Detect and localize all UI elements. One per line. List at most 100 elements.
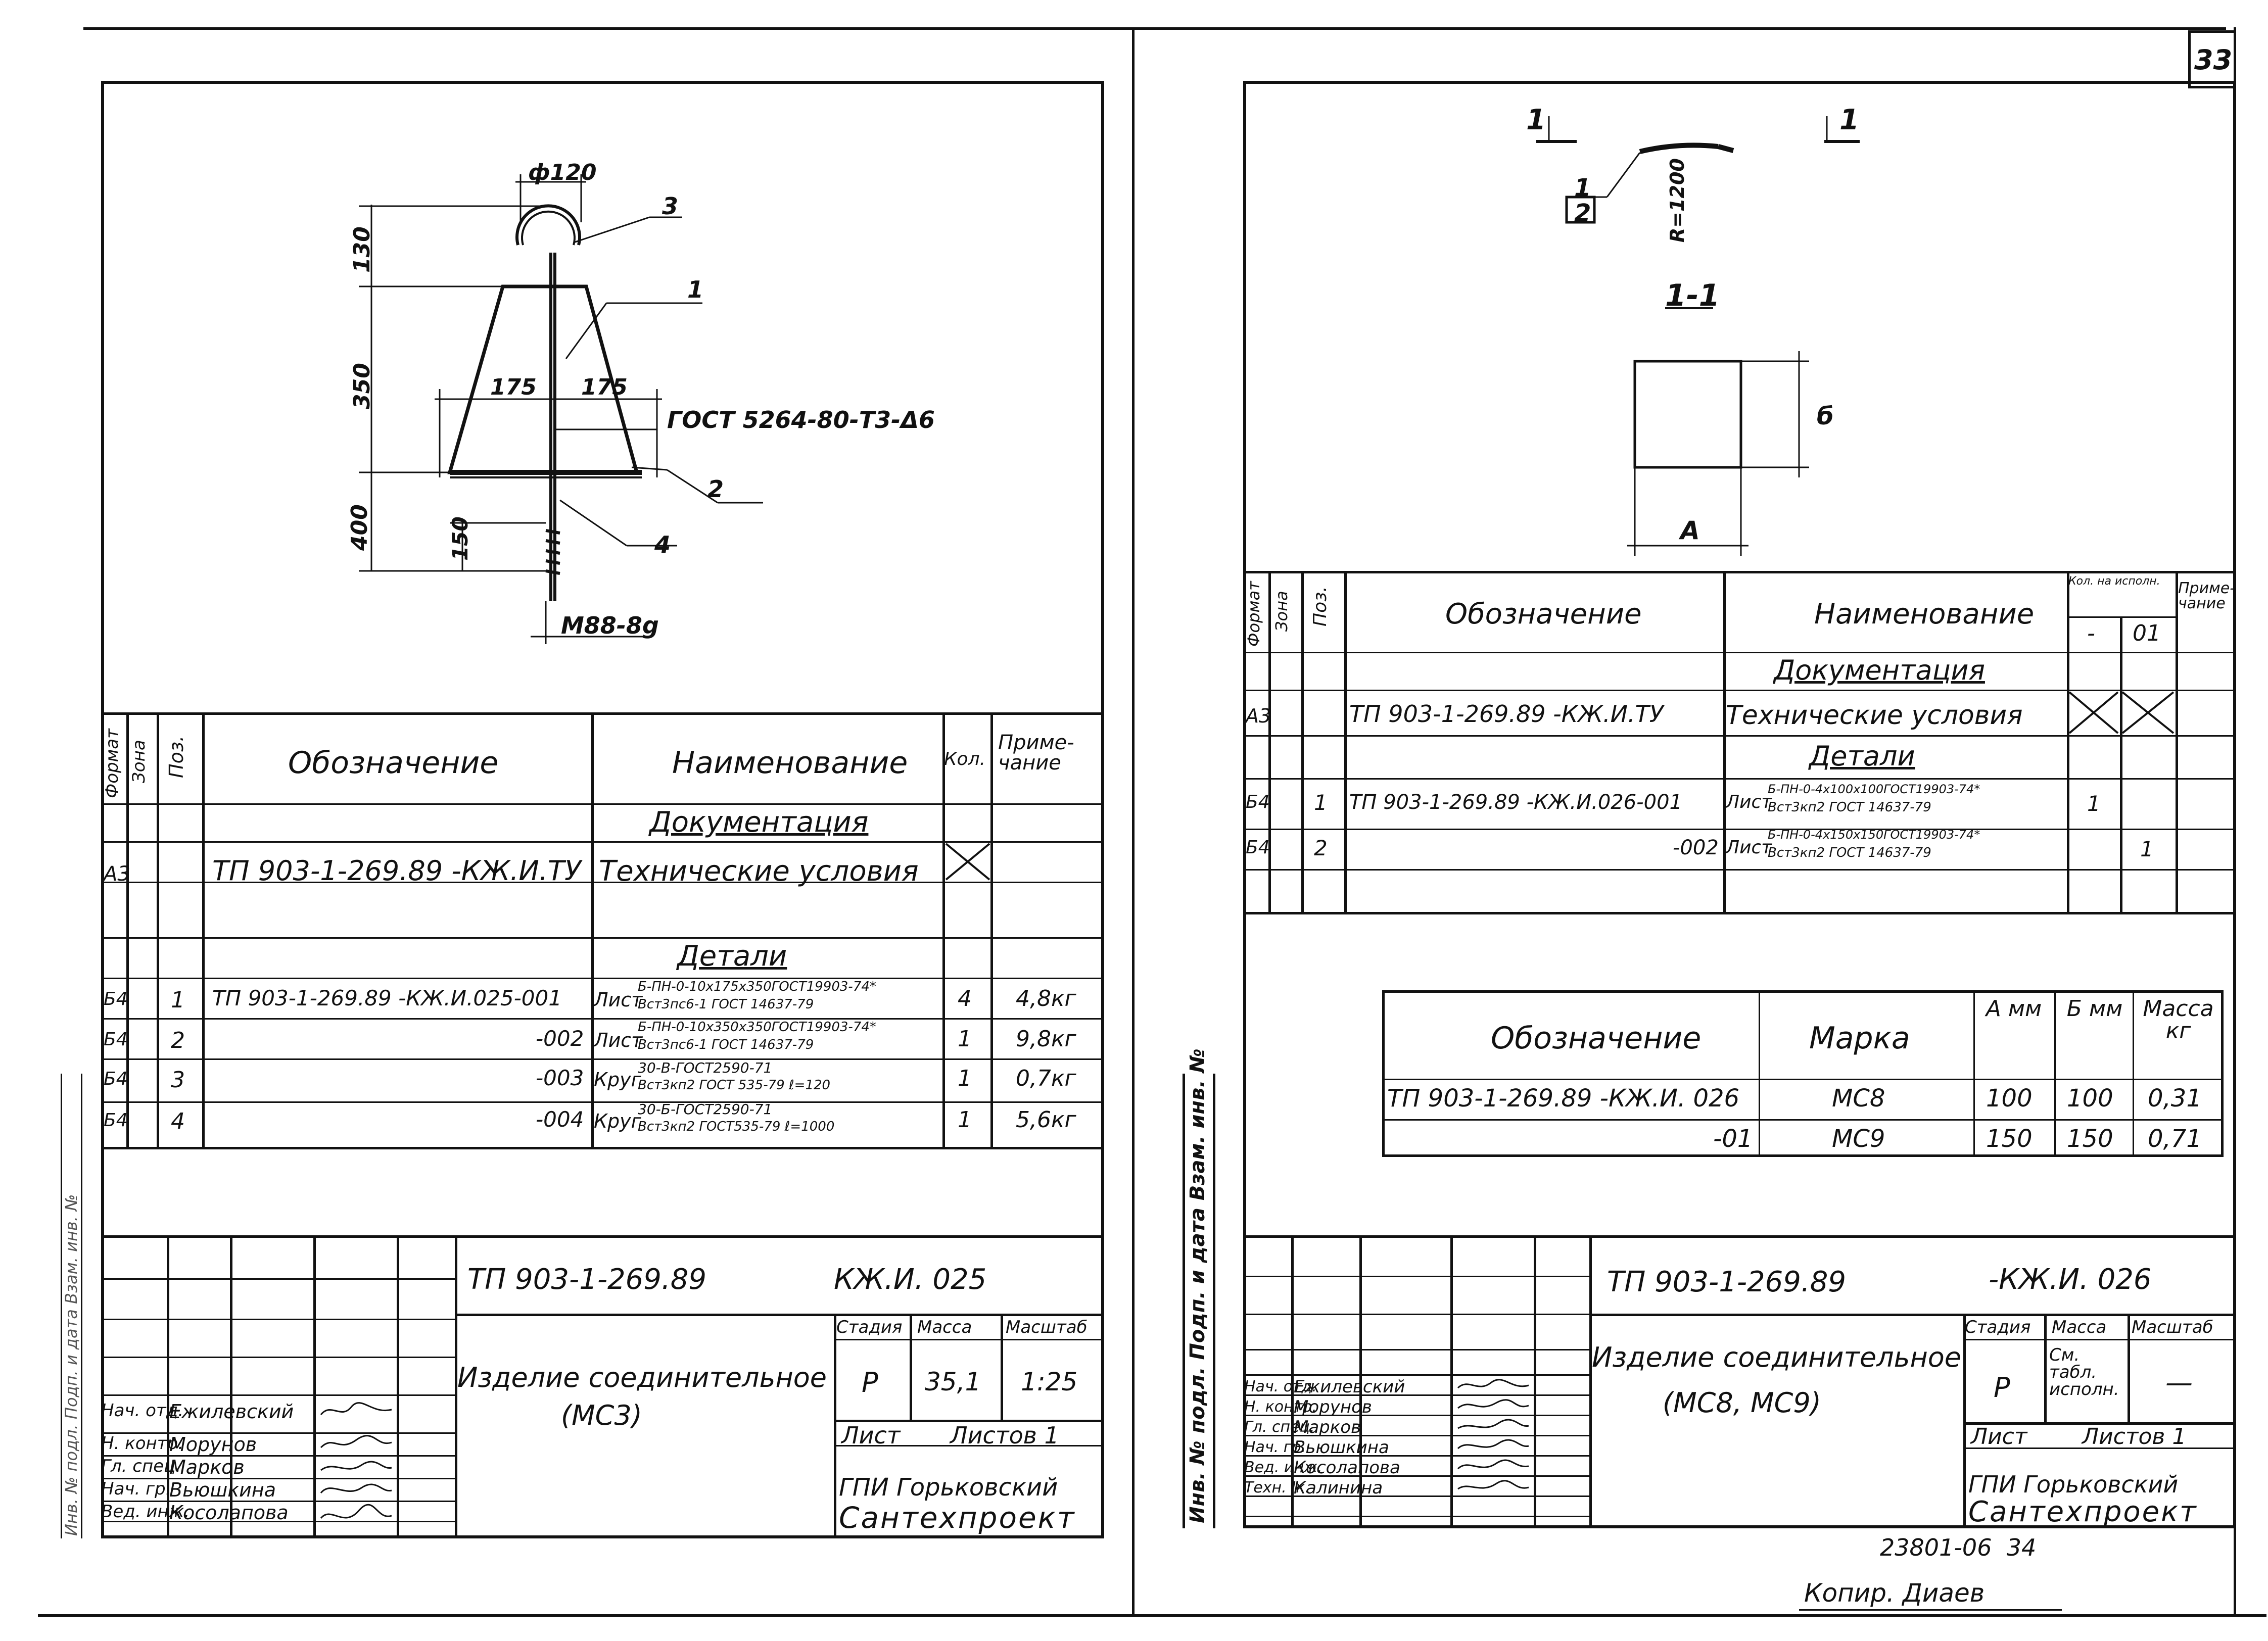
right-spec-row-line [1243,690,2236,691]
left-dim-175-b: 175 [581,374,628,400]
right-tb-person-1: Ежилевский [1294,1377,1405,1397]
left-spec-h-qty: Кол. [944,749,986,769]
right-spec-qty-split [2067,616,2176,618]
left-pos-3: 3 [662,192,679,220]
left-pos-2: 2 [707,475,724,503]
row-pos: 1 [171,987,185,1013]
row-pos: 4 [171,1108,185,1134]
row-designation: ТП 903-1-269.89 -КЖ.И.026-001 [1349,791,1682,814]
right-tb-col [1963,1314,1966,1528]
left-tb-org-1: ГПИ Горьковский [839,1473,1058,1502]
row-format: Б4 [1246,837,1270,858]
left-tb-line [101,1478,455,1479]
row-pos: 2 [1314,836,1328,860]
row-name-pre: Лист [594,1029,643,1051]
row-name-bot: Вст3кп2 ГОСТ 14637-79 [1768,800,1931,815]
right-spec-row-line [1243,735,2236,737]
right-tb-org-2: Сантехпроект [1968,1495,2198,1528]
left-spec-h-zone: Зона [129,740,149,783]
right-tb-line [1243,1475,1589,1477]
copy-underline [1799,1609,2062,1611]
right-tb-sheet-label: Лист [1971,1424,2027,1450]
left-tb-line [834,1420,1104,1422]
right-tb-role-2: Н. контр. [1244,1398,1317,1416]
right-tb-line [1243,1455,1589,1457]
left-spec-col [126,712,129,1147]
row-designation: -004 [536,1107,584,1132]
right-tb-line [1589,1314,2236,1316]
right-tb-item-mark: (МС8, МС9) [1663,1387,1821,1419]
marks-table-line [1382,1079,2224,1080]
left-pos-4: 4 [654,531,671,558]
row-name-top: 30-В-ГОСТ2590-71 [638,1059,773,1076]
left-side-stamp-line [81,1074,82,1538]
left-spec-h-designation: Обозначение [288,745,499,781]
right-section-mark-left: 1 [1526,104,1546,136]
row-format: Б4 [104,1110,128,1131]
left-sheet-frame [101,81,1104,1538]
left-tb-line [455,1314,1104,1316]
marks-h-mass: Масса кг [2143,996,2214,1044]
left-doc-format: А3 [104,862,130,886]
left-spec-row-line [101,882,1104,883]
right-spec-h-zone: Зона [1272,591,1291,632]
row-qty: 1 [958,1066,972,1091]
left-tb-person-1: Ежилевский [169,1401,294,1423]
left-doc-qty-cross [945,843,990,881]
left-pos-1: 1 [687,276,704,303]
marks-mark: МС8 [1832,1084,1885,1113]
row-format: Б4 [104,1069,128,1089]
page-number-box [2188,30,2236,88]
row-name-top: Б-ПН-0-4х150х150ГОСТ19903-74* [1768,828,1980,842]
row-qty: 1 [958,1107,972,1133]
right-spec-section-doc: Документация [1774,654,1985,686]
left-tb-role-4: Нач. гр. [101,1479,171,1499]
right-tb-line [1243,1415,1589,1416]
right-tb-line [1243,1276,1589,1277]
right-tb-line [1243,1374,1589,1376]
left-spec-row-line [101,937,1104,939]
right-spec-col [1344,571,1347,912]
left-tb-col [834,1314,836,1538]
row-name-pre: Лист [594,989,643,1011]
right-spec-h-pos: Поз. [1310,586,1331,626]
left-side-stamp-line [61,1074,62,1538]
row-format: Б4 [1246,792,1270,812]
marks-table-col [2133,990,2134,1157]
left-tb-line [101,1278,455,1280]
right-tb-item-name: Изделие соединительное [1592,1341,1962,1373]
left-tb-scale: 1:25 [1021,1367,1078,1396]
row-designation: ТП 903-1-269.89 -КЖ.И.025-001 [212,986,562,1010]
left-tb-item-name: Изделие соединительное [457,1362,827,1393]
right-spec-col [2176,571,2178,912]
marks-table-line [1382,1119,2224,1121]
left-tb-sheet-label: Лист [841,1422,901,1449]
left-tb-sheets-label: Листов 1 [950,1422,1059,1449]
left-dim-350: 350 [349,363,375,409]
left-tb-doc-code: КЖ.И. 025 [834,1263,987,1296]
right-spec-h-qty-top: Кол. на исполн. [2068,575,2160,588]
right-tb-role-4: Нач. гр. [1244,1438,1306,1456]
marks-h-designation: Обозначение [1491,1021,1702,1056]
right-tb-scale: — [2165,1367,2193,1398]
left-tb-scale-label: Масштаб [1006,1317,1088,1337]
left-tb-line [834,1339,1104,1340]
right-side-stamp-line [1183,1074,1185,1528]
left-tb-org-2: Сантехпроект [839,1501,1076,1535]
right-tb-col [2044,1314,2047,1422]
right-doc-qty-cross-a [2068,691,2119,734]
left-tb-line [101,1455,455,1457]
left-spec-header-bottom [101,803,1104,805]
row-note: 4,8кг [1016,986,1076,1011]
right-spec-row-line [1243,829,2236,830]
right-sheet-frame [1243,81,2236,1528]
right-tb-mass-label: Масса [2052,1317,2107,1337]
row-designation: -002 [1673,836,1719,859]
right-spec-h-designation: Обозначение [1445,598,1642,631]
page-number: 33 [2194,44,2233,76]
right-tb-role-6: Техн. Iк. [1244,1479,1310,1497]
right-tb-org-1: ГПИ Горьковский [1968,1471,2179,1498]
left-tb-top [101,1235,1104,1238]
row-name-bot: Вст3кп2 ГОСТ 14637-79 [1768,845,1931,860]
right-spec-section-parts: Детали [1809,740,1915,772]
